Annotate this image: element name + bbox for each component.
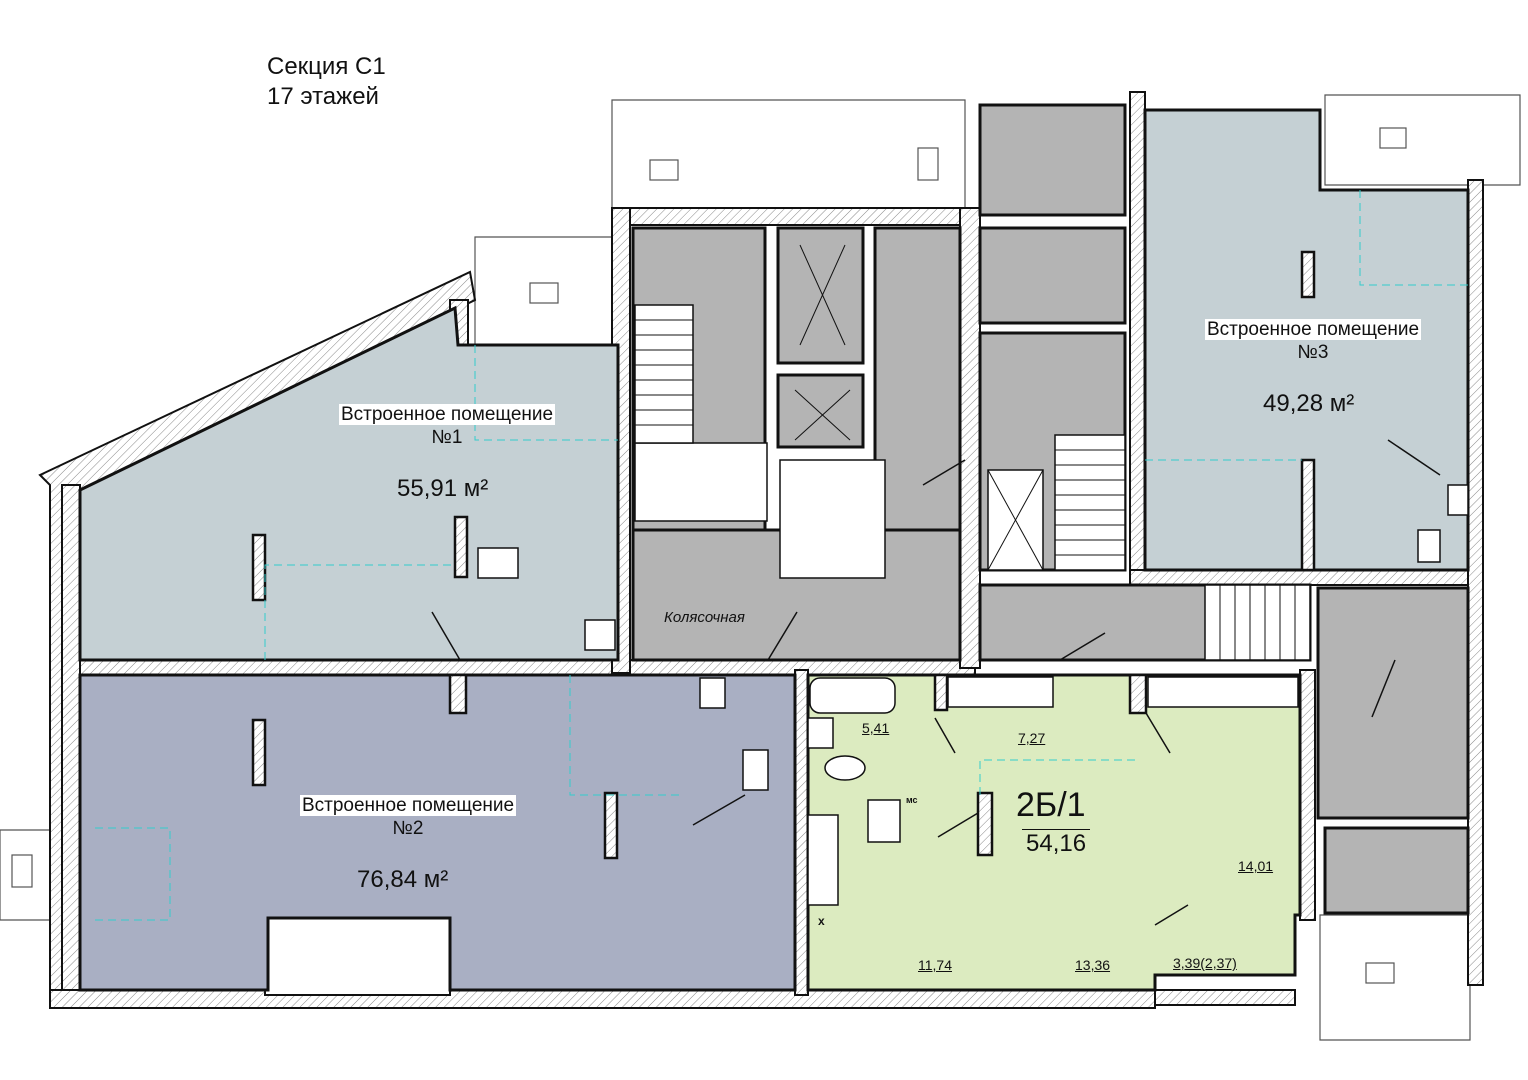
door-swings <box>431 439 1441 926</box>
stair-treads <box>635 244 1296 660</box>
apartment-total-area: 54,16 <box>1022 829 1091 858</box>
room-3-name: Встроенное помещение <box>1204 319 1422 340</box>
fixtures <box>477 484 1469 906</box>
apartment-type: 2Б/1 <box>1016 786 1086 824</box>
balconies <box>0 94 1521 1041</box>
room-1-area-value: 55,91 м² <box>397 475 489 502</box>
room-1-label: Встроенное помещение №1 <box>322 403 572 449</box>
room-1-area <box>78 305 620 662</box>
zone-lines <box>95 190 1468 921</box>
balcony-area: 3,39(2,37) <box>1173 955 1237 971</box>
stairs <box>634 304 1311 661</box>
living-room-area: 13,36 <box>1075 957 1111 973</box>
section-name: Секция С1 <box>267 53 386 80</box>
room-3-number: №3 <box>1297 342 1329 363</box>
bedroom-area: 14,01 <box>1238 858 1274 874</box>
room-2-number: №2 <box>392 818 424 839</box>
stroller-room-label: Колясочная <box>664 609 745 626</box>
room-2-name: Встроенное помещение <box>299 795 517 816</box>
x-mark: х <box>818 914 825 928</box>
room-1-name: Встроенное помещение <box>338 404 556 425</box>
hall-area: 7,27 <box>1018 730 1046 746</box>
radiators <box>947 676 1299 708</box>
section-title: Секция С1 17 этажей <box>267 52 386 112</box>
room-2-label: Встроенное помещение №2 <box>283 794 533 840</box>
kitchen-area: 11,74 <box>918 957 952 973</box>
room-1-number: №1 <box>431 427 463 448</box>
bathroom-area: 5,41 <box>862 720 890 736</box>
room-3-label: Встроенное помещение №3 <box>1188 318 1438 364</box>
section-floors: 17 этажей <box>267 83 379 110</box>
mc-mark: мс <box>906 795 918 805</box>
room-3-area <box>1143 108 1470 572</box>
room-3-area-value: 49,28 м² <box>1263 390 1355 417</box>
room-2-area-value: 76,84 м² <box>357 866 449 893</box>
